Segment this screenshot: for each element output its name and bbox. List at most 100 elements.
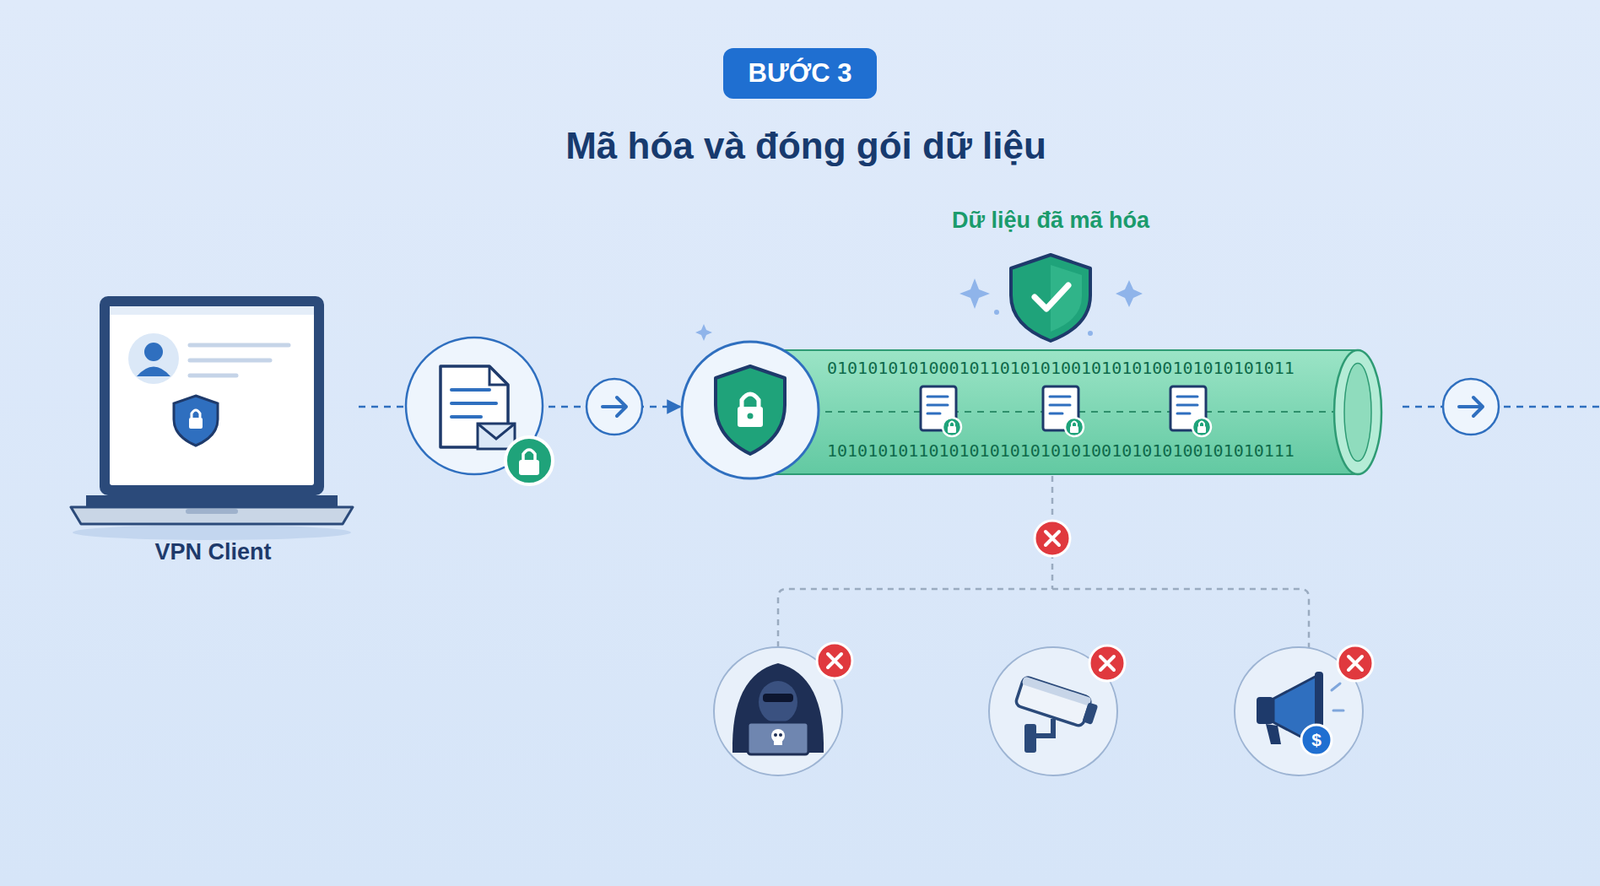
hacker-icon-part <box>732 663 824 753</box>
node-shape-part <box>191 410 200 418</box>
node-shape-part-part <box>1049 404 1071 407</box>
node-shape-part <box>927 396 948 414</box>
block-badges-part <box>827 654 842 668</box>
block-mark-part <box>1045 531 1060 546</box>
block-badges-part <box>1337 645 1373 682</box>
camera-icon <box>1015 675 1101 753</box>
node-shape-part <box>109 306 314 486</box>
threat-circles <box>713 647 1363 776</box>
node-shape-part-part <box>927 412 941 416</box>
node-shape-part <box>1177 396 1198 414</box>
hacker-icon-part <box>762 693 794 703</box>
document-circle-part <box>405 337 543 475</box>
camera-icon-part-part <box>1021 675 1092 706</box>
arrow-circle-part <box>586 378 643 435</box>
node-shape-part <box>185 508 238 514</box>
node-shape-part <box>72 524 352 541</box>
node-shape-part-part <box>189 343 289 348</box>
sparkles-part <box>1087 330 1093 336</box>
step-badge: BƯỚC 3 <box>723 48 878 99</box>
node-shape-part <box>144 342 163 362</box>
diagram-title: Mã hóa và đóng gói dữ liệu <box>565 124 1047 168</box>
node-shape-part <box>949 421 955 428</box>
hacker-icon-part <box>747 722 809 755</box>
node-shape-part <box>1199 421 1205 428</box>
megaphone-icon-part-part <box>1331 683 1341 691</box>
node-shape-part <box>99 296 325 496</box>
document-circle-part <box>505 437 553 485</box>
camera-icon-part-part <box>1015 675 1092 727</box>
document-circle-part <box>489 366 509 385</box>
document-circle-part <box>451 389 497 417</box>
camera-icon-part <box>1015 675 1101 730</box>
binary-stream: 0101010101000101101010100101010100101010… <box>827 357 1295 379</box>
node-shape-part <box>1344 363 1372 462</box>
node-shape-part-part <box>1177 404 1198 407</box>
document-circle-part <box>477 423 515 439</box>
vpn-client-laptop: VPN Client <box>67 291 359 570</box>
hacker-icon-part <box>773 733 778 737</box>
node-shape-part-part <box>1049 395 1071 399</box>
document-circle-part <box>518 459 540 476</box>
hacker-icon-part <box>773 740 783 746</box>
megaphone-icon <box>1256 671 1344 756</box>
node-shape-part-part <box>189 358 271 363</box>
binary-stream: 1010101011010101010101010100101010100101… <box>827 440 1295 461</box>
sparkles-part <box>695 324 713 341</box>
node-shape-part-part <box>1049 412 1063 416</box>
camera-icon-part <box>1024 724 1037 753</box>
node-shape-part <box>189 417 203 429</box>
block-badges-part <box>1100 656 1114 671</box>
block-badges <box>816 643 1373 682</box>
node-shape-part <box>189 345 289 376</box>
node-shape-part-part <box>1177 412 1190 416</box>
exit-line-part <box>1443 378 1499 435</box>
document-circle-part-part <box>451 401 497 406</box>
node-text: Dữ liệu đã mã hóa <box>681 207 1420 234</box>
node-shape-part <box>109 306 314 315</box>
blocked-branch <box>778 475 1309 648</box>
arrow-circle-part <box>602 397 627 417</box>
block-badges-part <box>1089 645 1125 682</box>
node-shape-part <box>681 341 819 479</box>
node-shape-part <box>136 367 171 378</box>
node-shape-part <box>70 507 353 525</box>
camera-icon-part <box>1036 718 1054 736</box>
node-shape-part <box>1049 396 1071 414</box>
node-shape-part <box>1192 417 1211 437</box>
megaphone-icon-part <box>1256 697 1274 725</box>
node-shape-part-part <box>1177 395 1198 399</box>
hacker-icon-part <box>758 681 798 724</box>
node-shape-part <box>86 495 338 508</box>
document-circle-part <box>523 449 536 460</box>
node-text: VPN Client <box>67 539 359 566</box>
node-shape-part <box>1070 426 1079 433</box>
node-shape-part <box>1064 417 1084 437</box>
document-circle <box>405 337 553 485</box>
sparkles-part <box>1115 280 1143 308</box>
node-shape-part <box>947 426 957 433</box>
node-shape-part <box>942 417 962 437</box>
megaphone-icon-part <box>1265 724 1282 745</box>
block-badges-part <box>1348 656 1363 671</box>
node-shape-part <box>715 366 785 455</box>
hacker-icon-part <box>778 733 783 737</box>
encrypted-tunnel: Dữ liệu đã mã hóa01010101010001011010101… <box>681 337 1401 483</box>
node-shape-part-part <box>189 373 237 379</box>
megaphone-icon-part-part <box>1333 709 1344 713</box>
exit-line-part <box>1402 405 1600 409</box>
node-shape-part <box>750 350 1358 475</box>
check-shield-part <box>1010 254 1091 341</box>
dollar-sign: $ <box>1311 730 1322 750</box>
document-circle-part-part <box>451 388 490 392</box>
block-badges-part <box>816 643 853 679</box>
block-mark-part <box>1034 520 1071 557</box>
node-shape-part <box>825 410 1357 413</box>
document-circle-part-part <box>451 415 482 419</box>
blocked-branch-part <box>778 589 1309 648</box>
exit-line-part <box>1459 397 1483 417</box>
node-shape-part <box>173 395 218 446</box>
sparkles-part <box>994 309 1000 315</box>
node-shape-part <box>1197 426 1206 433</box>
